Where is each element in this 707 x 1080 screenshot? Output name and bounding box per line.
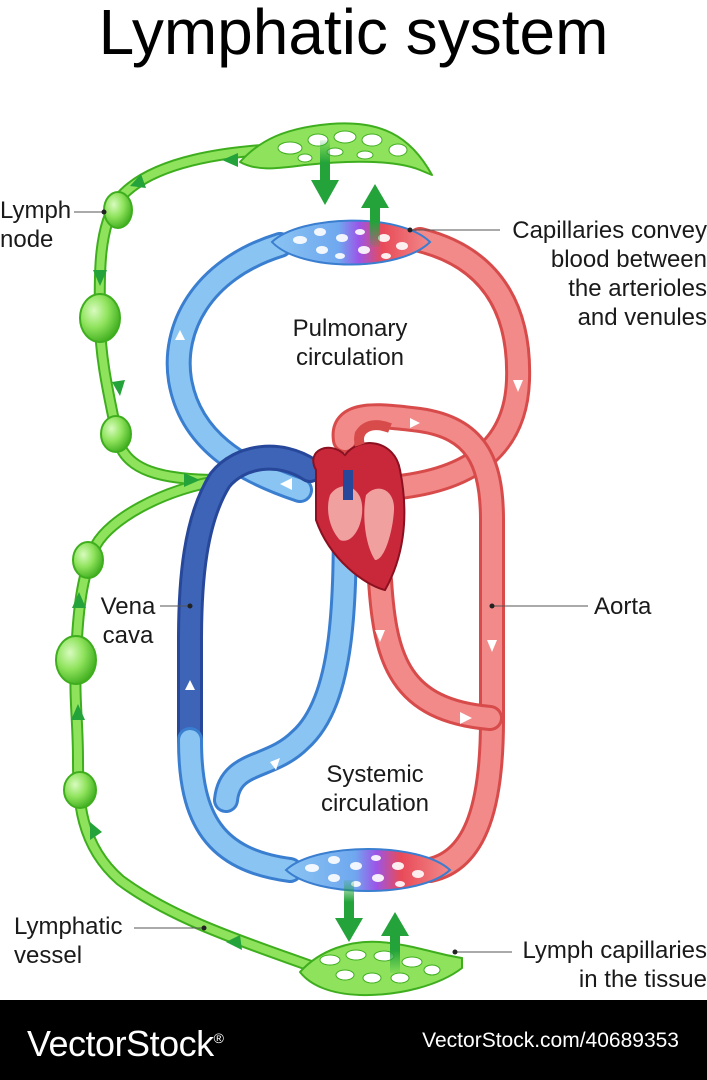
lymph-node <box>55 635 97 685</box>
leader-dots <box>101 209 495 955</box>
lymph-node <box>79 293 121 343</box>
pulmonary-capillary-bed <box>270 219 432 266</box>
label-capillaries-text: Capillaries convey blood between the art… <box>512 217 707 331</box>
label-vena-cava: Vena cava <box>96 592 160 650</box>
page-title: Lymphatic system <box>98 0 609 68</box>
capillary-mesh <box>293 228 424 887</box>
lymph-node <box>100 415 132 453</box>
label-pulmonary-text: Pulmonary circulation <box>292 315 408 371</box>
label-lymph-node: Lymph node <box>0 196 71 254</box>
label-systemic-text: Systemic circulation <box>320 761 430 817</box>
systemic-capillary-bed <box>284 848 452 892</box>
down-arrow <box>311 180 339 205</box>
label-lymph-capillaries-text: Lymph capillaries in the tissue <box>522 937 707 993</box>
label-lymph-capillaries: Lymph capillaries in the tissue <box>522 936 707 994</box>
label-lymph-node-text: Lymph node <box>0 197 72 253</box>
brand-name: VectorStock <box>27 1023 214 1064</box>
label-vena-cava-text: Vena cava <box>100 593 156 649</box>
circulation-diagram <box>55 122 588 997</box>
label-lymphatic-vessel-text: Lymphatic vessel <box>14 913 123 969</box>
up-arrow <box>361 184 389 208</box>
label-systemic-circulation: Systemic circulation <box>300 760 450 818</box>
lymph-capillary-mesh <box>277 130 441 984</box>
lymph-node <box>72 541 104 579</box>
lymph-flow-arrows <box>71 153 242 950</box>
up-arrow <box>381 912 409 936</box>
blood-flow-arrows <box>175 330 523 770</box>
brand-mark: ® <box>213 1030 224 1046</box>
label-capillaries: Capillaries convey blood between the art… <box>512 216 707 332</box>
image-id: VectorStock.com/40689353 <box>422 1029 679 1052</box>
bottom-lymph-capillary-bed <box>299 940 463 997</box>
exchange-arrows <box>311 140 409 973</box>
blood-circulation <box>165 227 532 883</box>
brand-logo: VectorStock® <box>27 1018 224 1064</box>
label-aorta: Aorta <box>594 592 651 621</box>
heart <box>312 420 406 592</box>
watermark-footer: VectorStock® VectorStock.com/40689353 <box>0 1000 707 1080</box>
label-aorta-text: Aorta <box>594 593 652 620</box>
label-pulmonary-circulation: Pulmonary circulation <box>270 314 430 372</box>
label-lymphatic-vessel: Lymphatic vessel <box>14 912 123 970</box>
lymph-node <box>103 191 133 229</box>
lymph-nodes <box>55 191 133 809</box>
lymph-node <box>63 771 97 809</box>
leader-lines <box>74 211 588 953</box>
down-arrow <box>335 918 363 942</box>
capillary-beds <box>270 219 452 892</box>
